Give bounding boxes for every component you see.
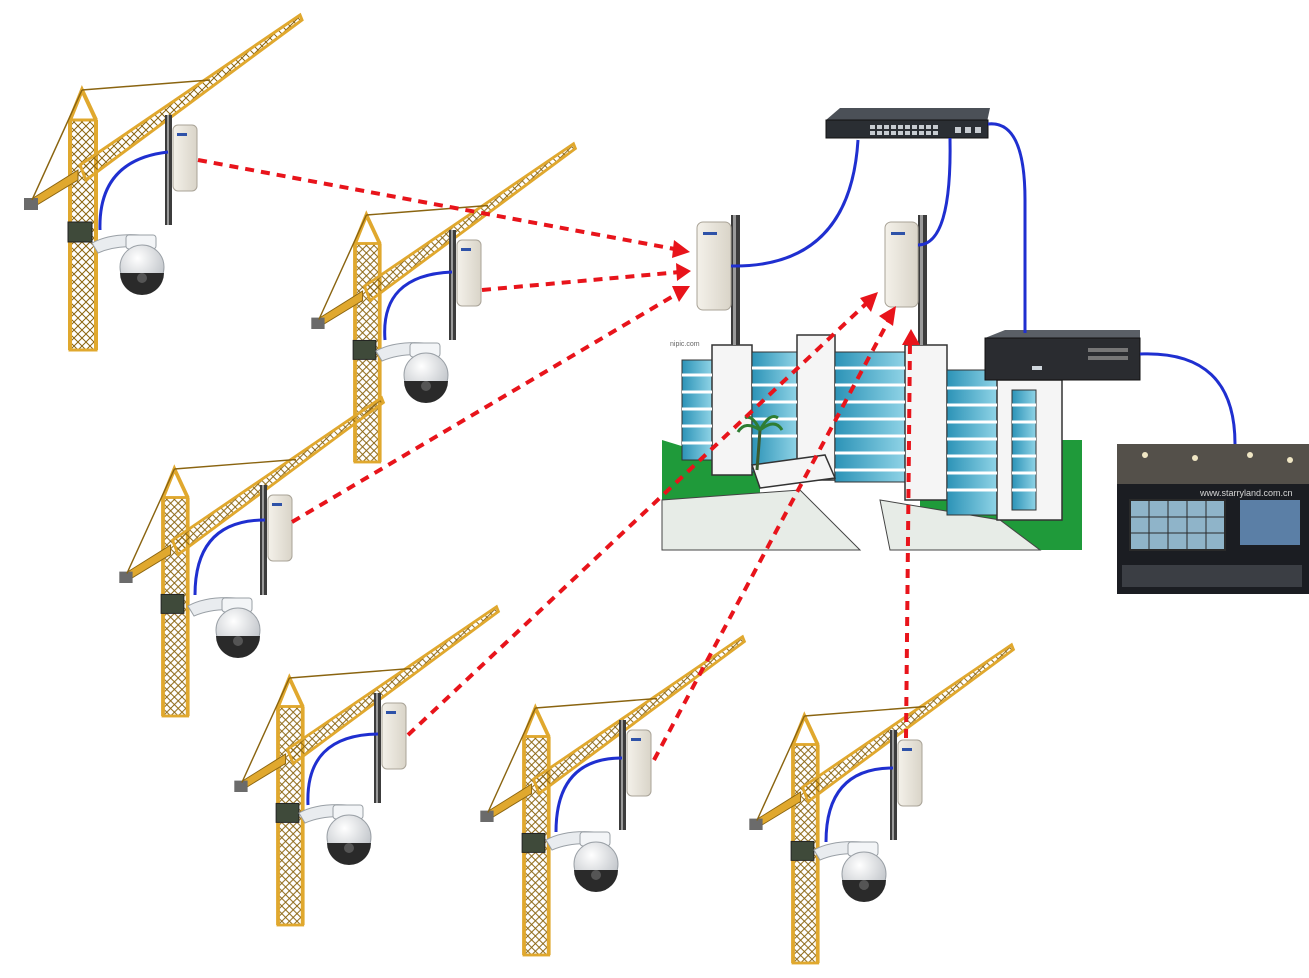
building-watermark: nipic.com xyxy=(670,341,700,348)
wired-link xyxy=(730,139,860,268)
wireless-links xyxy=(197,158,912,761)
base-station-left xyxy=(696,215,740,345)
ptz-camera-icon xyxy=(375,342,449,404)
ptz-camera-icon xyxy=(813,841,887,903)
wired-link xyxy=(917,137,952,247)
crane-radio-icon xyxy=(373,692,407,804)
network-switch xyxy=(825,108,990,139)
crane-1 xyxy=(22,13,304,352)
wired-link xyxy=(987,122,1027,333)
wireless-arrowheads xyxy=(672,240,920,345)
wireless-link xyxy=(197,158,681,252)
base-station-right xyxy=(884,215,927,345)
camera-cables xyxy=(98,150,894,843)
arrowhead-icon xyxy=(902,329,920,345)
crane-3 xyxy=(117,395,386,718)
wireless-link xyxy=(904,339,912,739)
ptz-camera-icon xyxy=(545,831,619,893)
ptz-camera-icon xyxy=(91,234,165,296)
crane-5 xyxy=(478,634,747,957)
network-video-recorder xyxy=(984,330,1141,381)
wired-links xyxy=(730,122,1237,445)
wireless-link xyxy=(406,298,872,737)
arrowhead-icon xyxy=(672,286,690,302)
arrowhead-icon xyxy=(672,240,690,258)
crane-radio-icon xyxy=(164,114,198,226)
wired-link xyxy=(1139,352,1237,445)
crane-4 xyxy=(232,604,501,927)
crane-6 xyxy=(747,642,1016,965)
crane-radio-icon xyxy=(889,729,923,841)
crane-radio-icon xyxy=(448,229,482,341)
ptz-camera-icon xyxy=(187,597,261,659)
office-building: nipic.com xyxy=(661,334,1082,551)
control-room-monitor: www.starryland.com.cn xyxy=(1117,444,1309,594)
monitor-caption: www.starryland.com.cn xyxy=(1199,488,1293,498)
wireless-link xyxy=(481,270,681,292)
arrowhead-icon xyxy=(879,306,896,326)
wireless-link xyxy=(652,317,892,761)
wireless-link xyxy=(290,290,682,524)
crane-radio-icon xyxy=(259,484,293,596)
crane-radio-icon xyxy=(618,719,652,831)
arrowhead-icon xyxy=(860,292,878,312)
crane-2 xyxy=(309,141,578,464)
palm-tree-icon xyxy=(736,415,784,471)
arrowhead-icon xyxy=(676,263,691,281)
ptz-camera-icon xyxy=(298,804,372,866)
